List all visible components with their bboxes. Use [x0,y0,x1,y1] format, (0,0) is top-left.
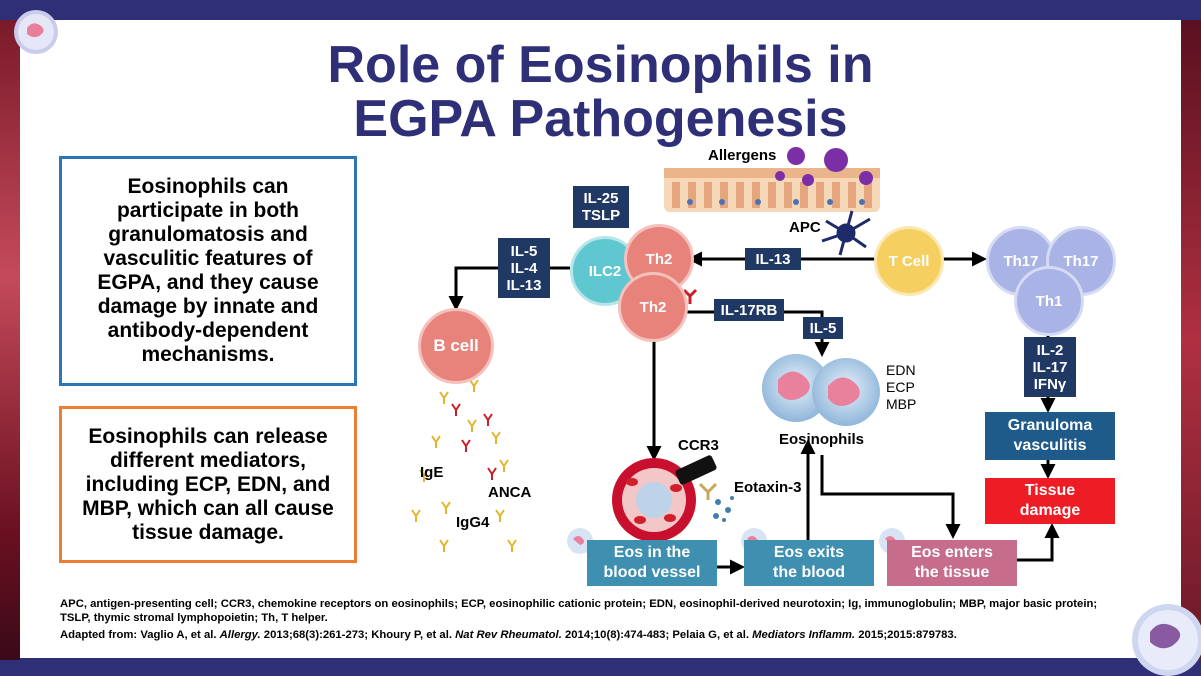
label-eotaxin: Eotaxin-3 [734,479,802,496]
cytokine-il5: IL-5 [803,317,843,339]
label-edn: EDN [886,362,916,378]
label-mbp: MBP [886,396,916,412]
label-igg4: IgG4 [456,514,489,531]
step-eos-in-blood-vessel: Eos in the blood vessel [587,540,717,586]
eosinophil-cluster-icon [762,354,880,426]
step-granuloma-vasculitis: Granuloma vasculitis [985,412,1115,460]
cytokine-il25-tslp: IL-25 TSLP [573,186,629,228]
step-tissue-damage: Tissue damage [985,478,1115,524]
footnote-abbreviations: APC, antigen-presenting cell; CCR3, chem… [60,597,1120,625]
label-ccr3: CCR3 [678,437,719,454]
cell-th1: Th1 [1014,266,1084,336]
step-eos-enters-tissue: Eos enters the tissue [887,540,1017,586]
cytokine-il2-il17-ifn: IL-2 IL-17 IFNγ [1024,337,1076,397]
footnote-references: Adapted from: Vaglio A, et al. Allergy. … [60,628,1120,642]
label-apc: APC [789,219,821,236]
cell-t-cell: T Cell [874,226,944,296]
label-ige: IgE [420,464,443,481]
cell-b-cell: B cell [418,308,494,384]
apc-cell-icon [822,211,870,255]
label-ecp: ECP [886,379,915,395]
cell-th2-bottom: Th2 [618,272,688,342]
cytokine-il13: IL-13 [745,248,801,270]
label-eosinophils: Eosinophils [779,431,864,448]
label-allergens: Allergens [708,147,776,164]
eotaxin-dots [713,496,734,522]
epithelium-layer [664,168,880,212]
step-eos-exits-blood: Eos exits the blood [744,540,874,586]
cytokine-il17rb: IL-17RB [714,299,784,321]
cytokine-il5-il4-il13: IL-5 IL-4 IL-13 [498,238,550,298]
label-anca: ANCA [488,484,531,501]
